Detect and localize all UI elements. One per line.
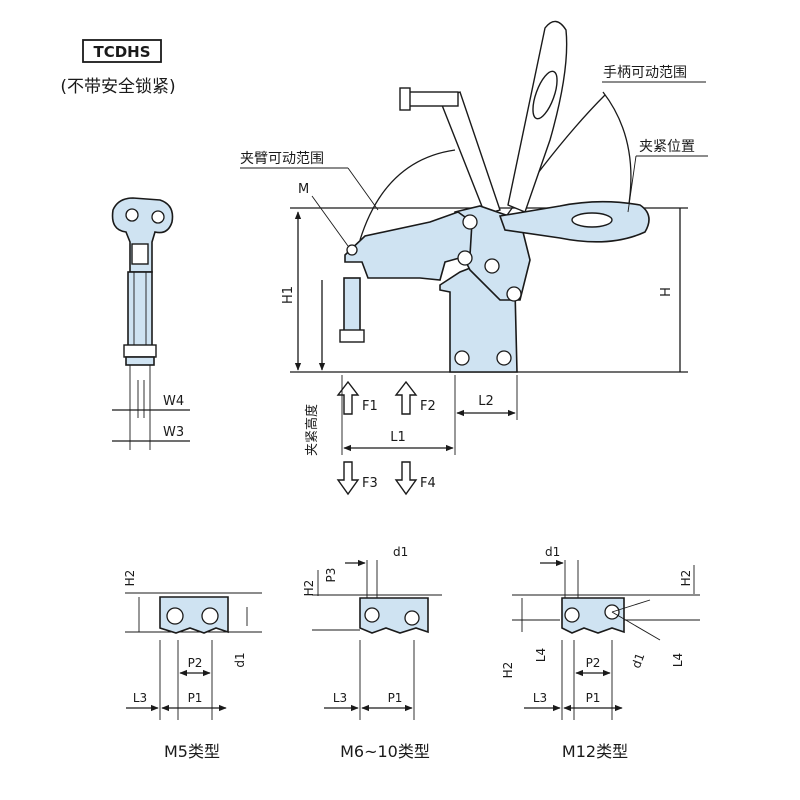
detail-m6-10: H2 P3 d1 P1 L3 M6~10类型 <box>302 545 442 761</box>
m-screw-icon <box>346 244 358 256</box>
m5-d1-label: d1 <box>233 652 247 667</box>
m6-10-l3-label: L3 <box>333 691 347 705</box>
w4-label: W4 <box>163 394 184 409</box>
m12-d1-angled-label: d1 <box>629 651 647 670</box>
mounting-hole-icon <box>496 350 512 366</box>
pivot-pin-icon <box>484 258 500 274</box>
m5-p2-label: P2 <box>188 656 203 670</box>
pivot-pin-icon <box>506 286 522 302</box>
raised-arm <box>439 91 501 215</box>
handle-range-label: 手柄可动范围 <box>603 64 687 81</box>
m12-p1-label: P1 <box>586 691 601 705</box>
m12-h2-label-left: H2 <box>501 662 515 679</box>
model-note: (不带安全锁紧) <box>60 77 175 97</box>
m5-hole-icon <box>201 607 219 625</box>
h-label: H <box>659 287 674 297</box>
clamp-position-label: 夹紧位置 <box>639 139 695 155</box>
m5-h2-label: H2 <box>123 570 137 587</box>
m12-l3-label: L3 <box>533 691 547 705</box>
clamp-arm <box>344 211 473 281</box>
handle-range-arc-2 <box>602 91 632 211</box>
f2-arrow-icon <box>394 380 418 415</box>
w3-label: W3 <box>163 425 184 440</box>
m12-l4-label-right: L4 <box>671 653 685 667</box>
handle-grip-slot <box>571 212 613 228</box>
pivot-pin-icon <box>462 214 478 230</box>
raised-spindle <box>402 91 459 107</box>
m5-hole-icon <box>166 607 184 625</box>
model-code-box <box>82 39 162 63</box>
side-view-nut <box>131 243 149 265</box>
m6-10-p3-label: P3 <box>324 568 338 583</box>
mounting-hole-icon <box>454 350 470 366</box>
f1-arrow-icon <box>336 380 360 415</box>
force-arrows: F1 F2 F3 F4 <box>336 380 436 496</box>
m5-l3-label: L3 <box>133 691 147 705</box>
side-view-spindle <box>127 271 153 348</box>
f3-label: F3 <box>362 476 378 491</box>
f1-label: F1 <box>362 399 378 414</box>
m12-hole-icon <box>564 607 580 623</box>
m6-10-d1-label: d1 <box>393 545 408 559</box>
m12-p2-label: P2 <box>586 656 601 670</box>
m12-h2-label-right: H2 <box>679 570 693 587</box>
m12-d1-label: d1 <box>545 545 560 559</box>
arm-range-label: 夹臂可动范围 <box>240 150 324 167</box>
m12-title: M12类型 <box>562 742 628 761</box>
model-code: TCDHS <box>93 43 150 61</box>
f2-label: F2 <box>420 399 436 414</box>
m5-p1-label: P1 <box>188 691 203 705</box>
m6-10-h2-label: H2 <box>302 580 316 597</box>
m6-10-p1-label: P1 <box>388 691 403 705</box>
l2-label: L2 <box>478 394 494 409</box>
clamp-height-label: 夹紧高度 <box>304 404 320 456</box>
m12-l4-label-left: L4 <box>534 648 548 662</box>
f3-arrow-icon <box>336 461 360 496</box>
l1-label: L1 <box>390 430 406 445</box>
m-label: M <box>298 182 309 197</box>
f4-arrow-icon <box>394 461 418 496</box>
m5-title: M5类型 <box>164 742 220 761</box>
front-view: H1 H 夹紧高度 M F1 F2 F3 F4 L1 L2 手柄可动范围 <box>240 20 708 496</box>
detail-m5: H2 d1 P2 P1 L3 M5类型 <box>123 570 262 761</box>
side-view: W4 W3 <box>111 197 190 450</box>
pivot-pin-icon <box>457 250 473 266</box>
side-view-pin-icon <box>125 208 139 222</box>
detail-m12: d1 H2 L4 H2 d1 L4 P2 P1 L3 M12类型 <box>501 545 700 761</box>
side-view-pin-icon <box>151 210 165 224</box>
arm-range-arc <box>359 149 456 241</box>
m6-10-hole-icon <box>404 610 420 626</box>
model-header: TCDHS (不带安全锁紧) <box>60 39 176 97</box>
m6-10-hole-icon <box>364 607 380 623</box>
m6-10-title: M6~10类型 <box>340 742 430 761</box>
h1-label: H1 <box>281 286 296 304</box>
side-view-foot <box>123 344 157 358</box>
spindle-pad <box>339 329 365 343</box>
f4-label: F4 <box>420 476 436 491</box>
